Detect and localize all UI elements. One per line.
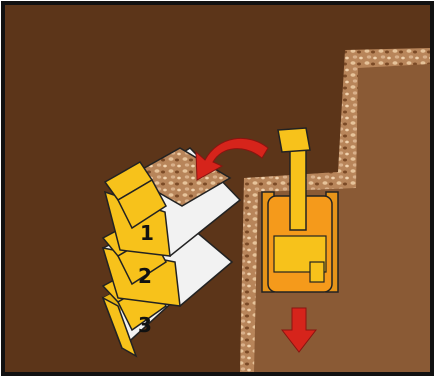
arrow-down-icon	[280, 307, 318, 353]
truck-1	[103, 147, 242, 258]
curved-arrow-left-icon	[195, 137, 269, 181]
truck-1-label: 1	[140, 221, 154, 245]
truck-1-load	[128, 147, 232, 207]
truck-2-label: 2	[138, 264, 152, 288]
truck-3-label: 3	[138, 313, 152, 337]
excavator	[261, 127, 339, 293]
